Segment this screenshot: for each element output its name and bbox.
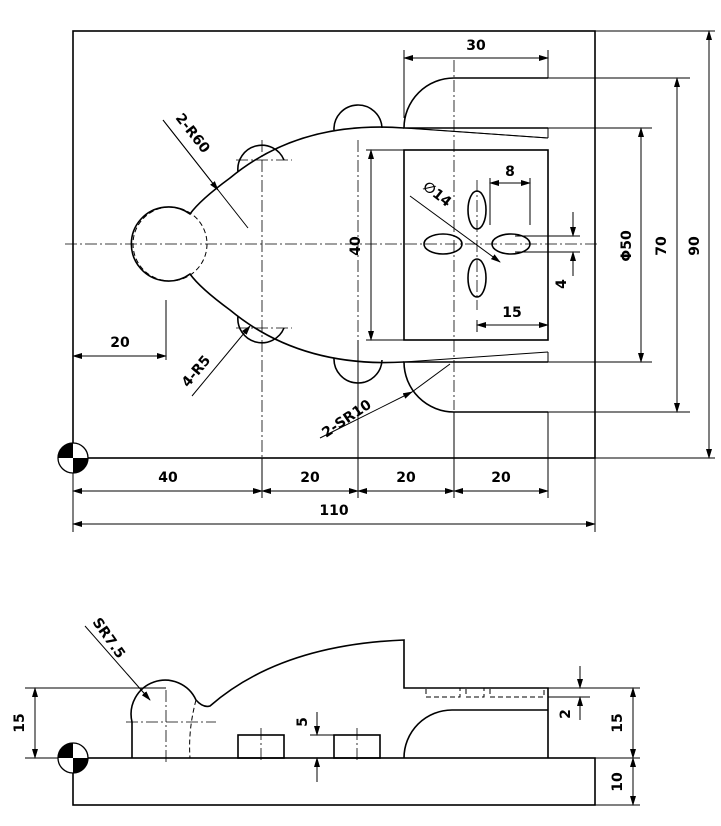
front-view: SR7.5 15 5 2 15 10: [12, 615, 640, 806]
front-profile: [130, 639, 549, 758]
dim-dia-50: Φ50: [619, 230, 635, 262]
datum-symbol-top: [57, 442, 89, 474]
dim-width-30: 30: [466, 38, 486, 54]
dim-r60: 2-R60: [172, 111, 213, 157]
datum-symbol-front: [57, 742, 89, 774]
curved-profile: [130, 126, 405, 364]
dim-sr10: 2-SR10: [319, 397, 375, 442]
dim-dia-14: ∅14: [420, 179, 455, 211]
bump-top-1: [333, 104, 383, 131]
dim-left-15: 15: [12, 713, 28, 732]
dim-r5: 4-R5: [179, 353, 214, 391]
dim-b-40: 40: [158, 470, 178, 486]
dim-b-20b: 20: [396, 470, 416, 486]
dim-h-70: 70: [654, 236, 670, 256]
dim-left-20: 20: [110, 335, 130, 351]
dim-len-15: 15: [502, 305, 521, 321]
dim-b-20c: 20: [491, 470, 511, 486]
top-view-outline: [72, 30, 596, 459]
dim-h-40: 40: [348, 236, 364, 256]
left-boss-hidden: [132, 206, 208, 282]
dim-v-4: 4: [554, 279, 570, 289]
center-holes: [423, 180, 531, 310]
dim-h-5: 5: [295, 717, 311, 727]
bottom-slot: [403, 361, 548, 413]
dim-right-15: 15: [610, 713, 626, 732]
dim-h-90: 90: [687, 236, 703, 256]
dim-right-10: 10: [610, 772, 626, 792]
dim-total-110: 110: [319, 503, 348, 519]
dim-sr75: SR7.5: [89, 615, 128, 662]
dim-slot-8: 8: [505, 164, 515, 180]
top-view: 30 Φ50 70 90 2-R60 40 8 ∅14: [57, 30, 715, 532]
front-inner-arc: [403, 709, 548, 759]
right-block: [403, 149, 549, 341]
bump-top-2: [237, 144, 285, 173]
top-slot: [403, 77, 548, 129]
base-plate: [72, 757, 596, 806]
dim-b-20a: 20: [300, 470, 320, 486]
bump-bot-2: [333, 357, 383, 384]
dim-right-2: 2: [558, 709, 574, 719]
bump-bot-1: [237, 315, 285, 344]
hidden-slots: [425, 687, 545, 698]
